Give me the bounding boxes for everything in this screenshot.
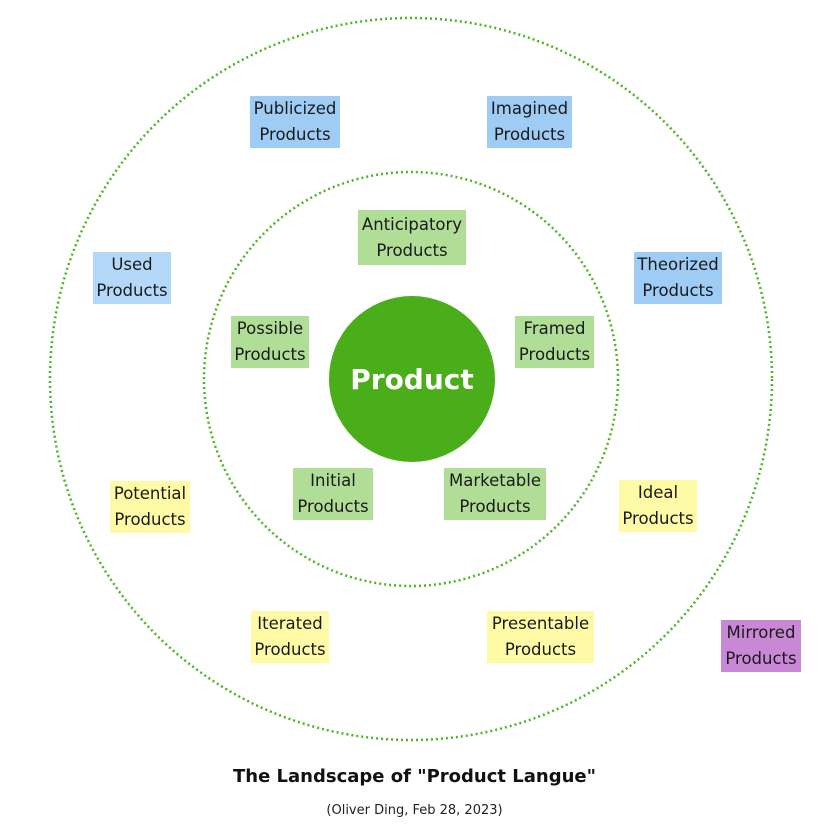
used-products: Used Products (93, 252, 171, 304)
marketable-products: Marketable Products (444, 468, 546, 520)
iterated-products: Iterated Products (251, 611, 329, 663)
mirrored-products: Mirrored Products (721, 620, 801, 672)
anticipatory-products: Anticipatory Products (358, 210, 466, 265)
publicized-products: Publicized Products (250, 96, 340, 148)
initial-products: Initial Products (293, 468, 373, 520)
ideal-products: Ideal Products (619, 480, 697, 532)
outer-ring (48, 16, 774, 742)
presentable-products: Presentable Products (487, 611, 594, 663)
diagram-subtitle: (Oliver Ding, Feb 28, 2023) (326, 803, 503, 818)
potential-products: Potential Products (110, 481, 190, 533)
possible-products: Possible Products (231, 316, 309, 368)
framed-products: Framed Products (515, 316, 594, 368)
inner-ring (202, 170, 620, 588)
diagram-title: The Landscape of "Product Langue" (232, 766, 596, 787)
product-center-circle: Product (329, 296, 495, 462)
theorized-products: Theorized Products (634, 252, 722, 304)
imagined-products: Imagined Products (487, 96, 572, 148)
